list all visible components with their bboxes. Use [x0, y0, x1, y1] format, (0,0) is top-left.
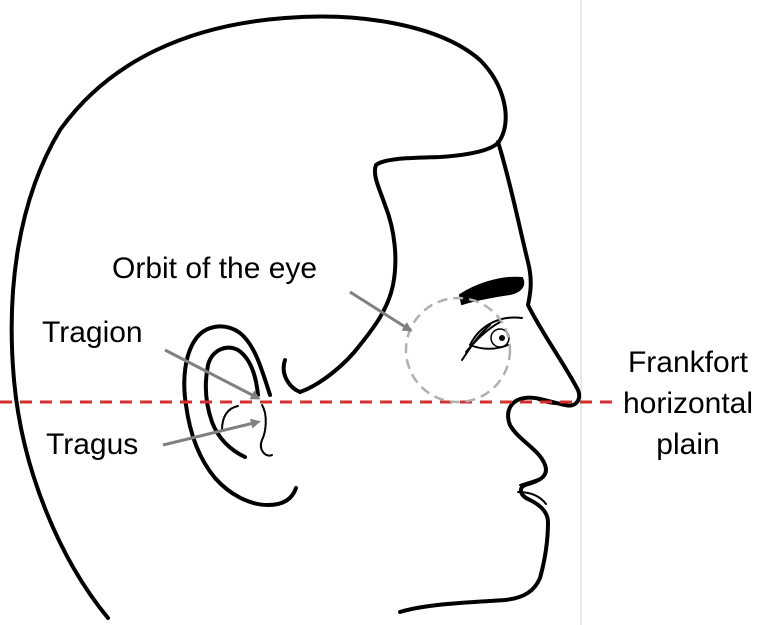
jaw-outline	[284, 360, 300, 392]
eye-crease	[462, 322, 500, 360]
eye-upper-lid	[470, 317, 522, 345]
tragus-shape	[261, 405, 272, 456]
tragion-label: Tragion	[42, 316, 143, 349]
frankfort-label-line3: plain	[656, 428, 719, 461]
frankfort-label-line1: Frankfort	[628, 346, 749, 379]
tragus-label: Tragus	[46, 428, 138, 461]
face-profile	[400, 142, 579, 612]
tragus-pointer-arrow	[163, 422, 258, 445]
orbit-label: Orbit of the eye	[112, 252, 317, 285]
orbit-circle	[406, 298, 510, 402]
orbit-pointer-arrow	[350, 292, 410, 330]
eye-pupil	[499, 335, 505, 341]
frankfort-label-line2: horizontal	[623, 387, 753, 420]
